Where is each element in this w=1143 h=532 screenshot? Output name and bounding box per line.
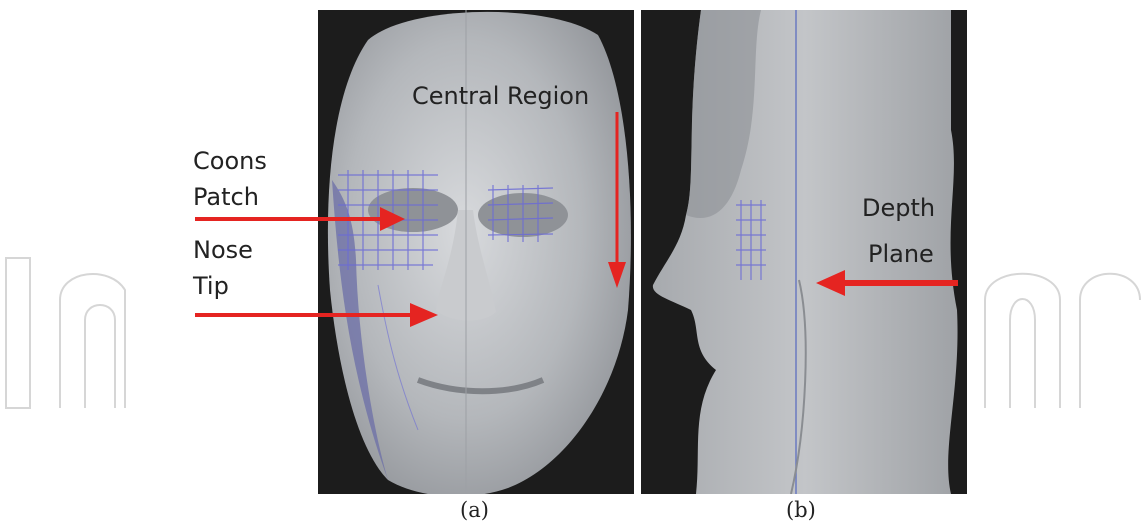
face-scan-profile-panel bbox=[641, 10, 967, 494]
patch-label: Patch bbox=[193, 183, 259, 211]
plane-label: Plane bbox=[868, 240, 934, 268]
face-scan-front-panel bbox=[318, 10, 634, 494]
face-profile-render bbox=[652, 10, 958, 494]
coons-label: Coons bbox=[193, 147, 267, 175]
face-front-render bbox=[327, 10, 631, 494]
depth-label: Depth bbox=[862, 194, 936, 222]
tip-label: Tip bbox=[193, 272, 229, 300]
nose-label: Nose bbox=[193, 236, 253, 264]
central-region-label: Central Region bbox=[412, 82, 590, 110]
caption-b: (b) bbox=[786, 498, 816, 522]
caption-a: (a) bbox=[460, 498, 489, 522]
